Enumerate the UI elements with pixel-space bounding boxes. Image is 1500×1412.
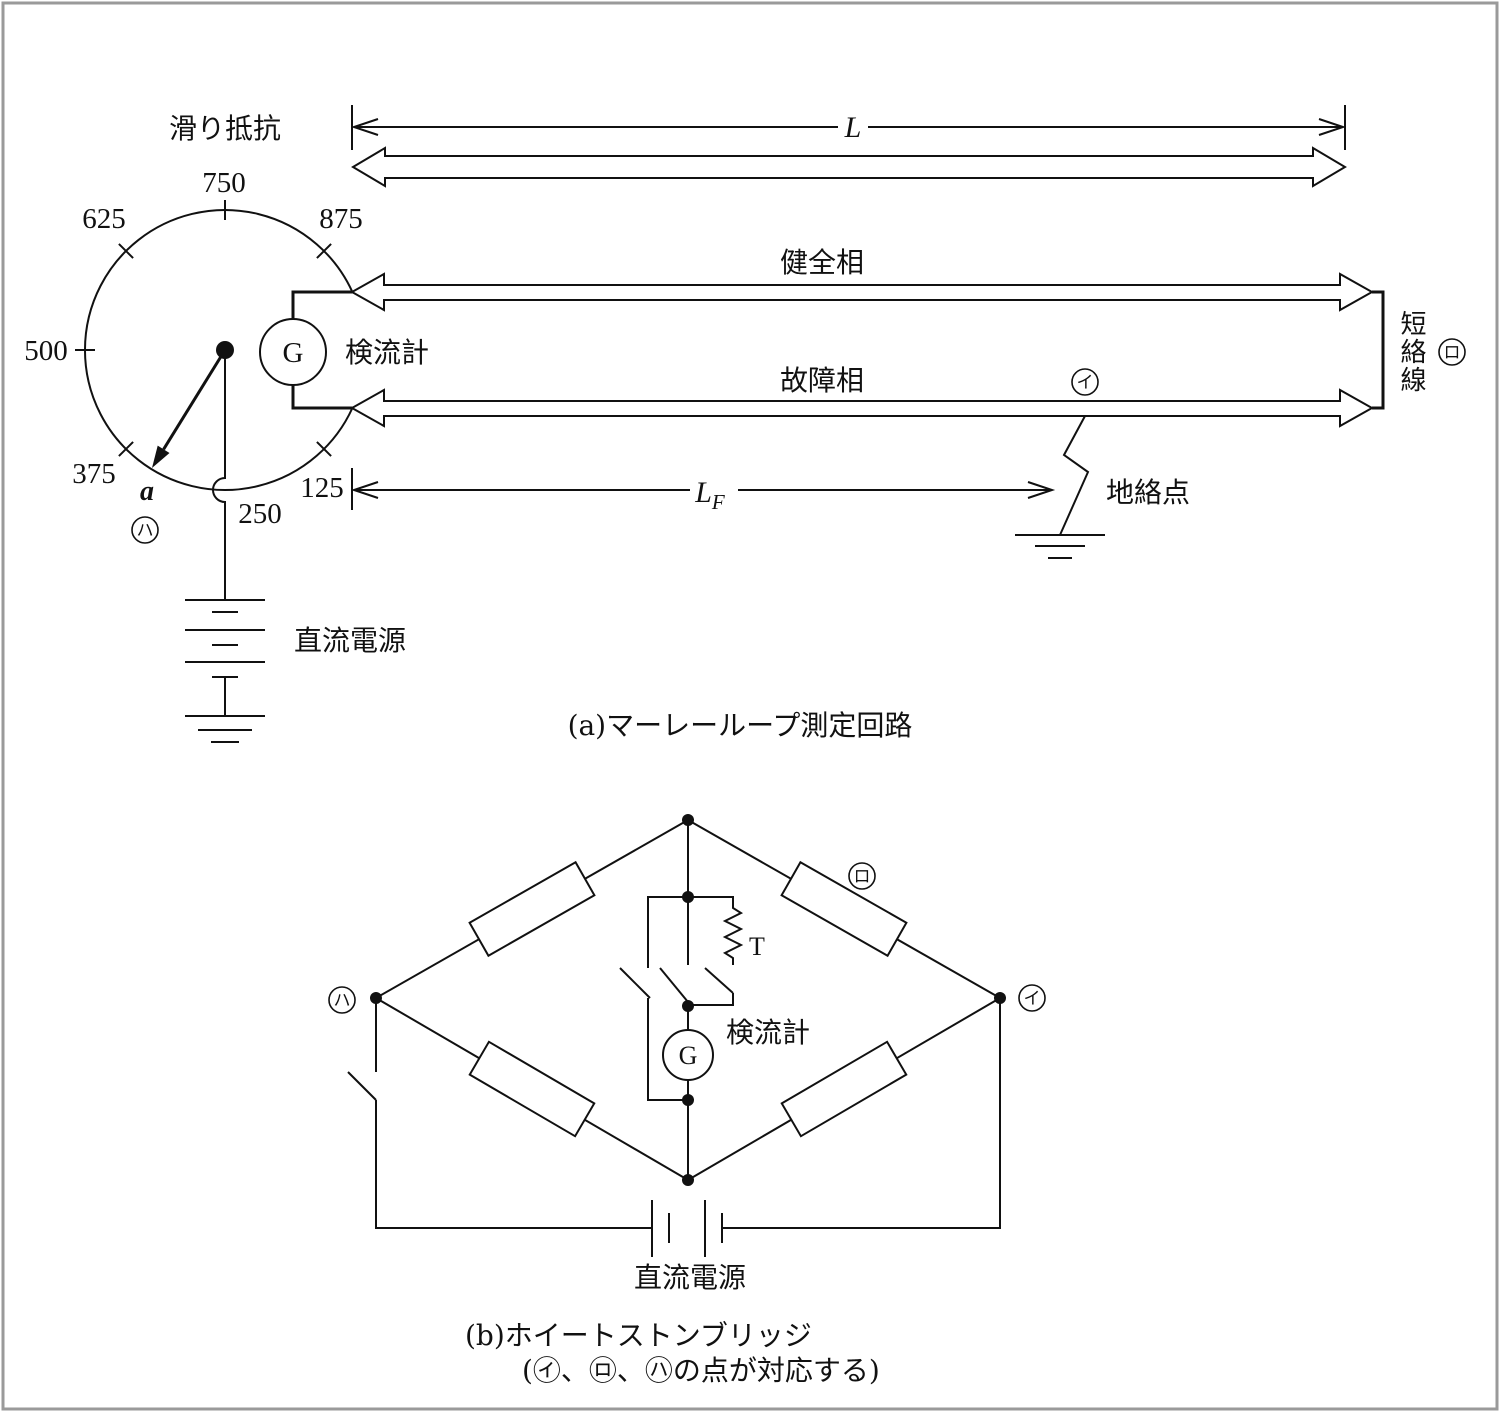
dial-tick-625 <box>118 243 134 259</box>
point-i-marker-b: イ <box>1018 984 1046 1012</box>
resistor-bottom-left <box>468 1040 596 1138</box>
length-lf-dimension: LF <box>350 468 1056 514</box>
length-lf-symbol: L <box>694 476 712 509</box>
point-i-ring <box>1018 984 1046 1012</box>
dial-ticks <box>75 200 332 457</box>
point-ha-label: ハ <box>137 521 154 541</box>
galvanometer-symbol-a: G <box>283 337 304 369</box>
battery-key-blade <box>347 1071 377 1101</box>
fault-phase-label: 故障相 <box>780 364 864 397</box>
shunt-key-wire-bottom <box>647 998 688 1101</box>
dial-label-500: 500 <box>24 335 68 367</box>
battery-wire-left <box>375 1100 652 1229</box>
point-ro-ring <box>848 862 876 890</box>
point-i-ring <box>1071 368 1099 396</box>
resistor-t-return-wire <box>688 993 734 1006</box>
short-circuit-wire-label: 短絡線 <box>1396 310 1426 394</box>
node-top <box>682 814 694 826</box>
galvanometer-symbol-b: G <box>679 1041 698 1070</box>
node-left <box>370 992 382 1004</box>
point-i-label: イ <box>1024 989 1041 1009</box>
dial-label-375: 375 <box>72 458 116 490</box>
dial-label-875: 875 <box>319 203 363 235</box>
caption-a: (a)マーレーループ測定回路 <box>568 709 913 742</box>
healthy-phase-label: 健全相 <box>780 246 864 279</box>
ground-symbol-a <box>185 715 265 743</box>
resistor-bottom-right <box>780 1040 908 1138</box>
healthy-phase-conductor <box>349 272 1375 312</box>
galvanometer-wire-top <box>291 290 353 319</box>
wiper-arrowhead <box>152 445 170 468</box>
slide-resistor-label: 滑り抵抗 <box>169 112 281 145</box>
point-ro-marker-b: ロ <box>848 862 876 890</box>
resistor-top-left <box>468 860 596 958</box>
dial-label-625: 625 <box>82 203 126 235</box>
dc-source-label-b: 直流電源 <box>634 1261 746 1294</box>
bridge-nodes <box>370 814 1006 1186</box>
node-key-top <box>682 891 694 903</box>
cable-span-arrow <box>351 146 1347 188</box>
shunt-key-blade <box>619 967 651 999</box>
wheatstone-bridge: T G 検流計 直流電源 ハ <box>328 814 1046 1387</box>
ground-symbol-fault <box>1015 534 1105 559</box>
galvanometer-label-a: 検流計 <box>345 336 429 369</box>
point-ha-marker-a: ハ <box>131 516 159 544</box>
node-bottom <box>682 1174 694 1186</box>
caption-b: (b)ホイートストンブリッジ <box>465 1319 812 1352</box>
point-i-label: イ <box>1077 373 1094 393</box>
resistor-t-key-blade <box>704 967 734 994</box>
wiper-label: a <box>140 476 154 507</box>
length-lf-subscript: F <box>711 490 725 514</box>
caption-b-note: (㋑、㋺、㋩の点が対応する) <box>522 1354 880 1387</box>
dc-source-label-a: 直流電源 <box>294 624 406 657</box>
node-galvanometer-bottom <box>682 1094 694 1106</box>
length-lf-label: LF <box>694 476 725 514</box>
ground-fault-label: 地絡点 <box>1106 476 1190 509</box>
dc-source-b <box>651 1200 723 1257</box>
dimension-arrowhead-left <box>350 481 379 499</box>
dimension-arrowhead-right <box>1318 118 1347 136</box>
dial-tick-875 <box>316 243 332 259</box>
murray-loop-circuit: 滑り抵抗 750 625 875 500 375 125 250 a <box>24 105 1466 743</box>
resistor-top-right <box>780 860 908 958</box>
length-l-label: L <box>844 111 862 144</box>
point-ro-label: ロ <box>854 867 871 887</box>
wiper-to-source-wire <box>212 350 226 600</box>
point-ro-marker-a: ロ <box>1438 338 1466 366</box>
galvanometer-circle-a <box>259 318 327 386</box>
ground-fault-resistance <box>1059 415 1090 536</box>
node-right <box>994 992 1006 1004</box>
point-ro-ring <box>1438 338 1466 366</box>
node-key-bottom <box>682 1000 694 1012</box>
dial-label-750: 750 <box>202 167 246 199</box>
dial-labels: 750 625 875 500 375 125 250 <box>24 167 363 530</box>
point-ha-ring <box>131 516 159 544</box>
point-ro-label: ロ <box>1444 343 1461 363</box>
direct-key-blade <box>659 967 689 1003</box>
wiper-arrow <box>152 341 234 468</box>
point-ha-marker-b: ハ <box>328 986 356 1014</box>
length-l-dimension: L <box>350 105 1347 150</box>
point-ha-label: ハ <box>334 991 351 1011</box>
galvanometer-wire-bottom <box>291 385 353 410</box>
battery-wire-right <box>722 998 1001 1229</box>
wiper-shaft <box>162 349 227 451</box>
point-ha-ring <box>328 986 356 1014</box>
dc-source-a <box>185 599 265 716</box>
dial-tick-375 <box>118 441 134 457</box>
dial-label-250: 250 <box>238 498 282 530</box>
resistor-t-label: T <box>749 932 765 961</box>
dimension-arrowhead-right <box>1027 481 1056 499</box>
dial-tick-125 <box>316 441 332 457</box>
dial-label-125: 125 <box>300 472 344 504</box>
dimension-arrowhead-left <box>350 118 379 136</box>
galvanometer-label-b: 検流計 <box>726 1016 810 1049</box>
point-i-marker-a: イ <box>1071 368 1099 396</box>
resistor-t <box>688 896 744 965</box>
shunt-key-wire-top <box>647 896 688 968</box>
short-circuit-wire <box>1372 290 1385 410</box>
